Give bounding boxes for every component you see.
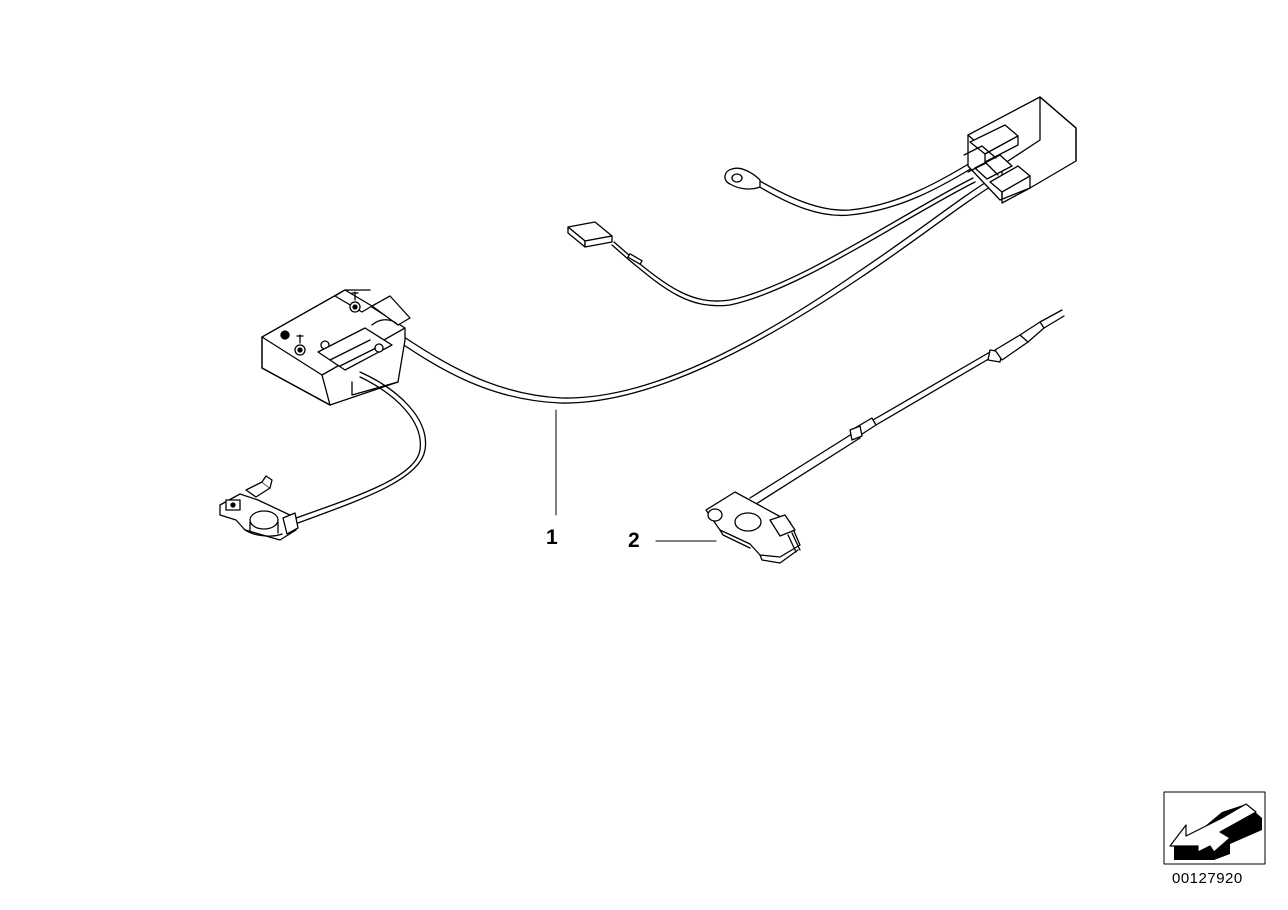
terminal-cable-upper — [872, 351, 993, 426]
battery-lead — [297, 371, 427, 524]
callout-2: 2 — [628, 529, 640, 552]
document-number: 00127920 — [1172, 870, 1243, 887]
sensor-wire — [611, 181, 976, 307]
callout-1: 1 — [546, 526, 558, 549]
multi-pin-connector — [963, 96, 1077, 204]
small-plug-connector — [567, 221, 613, 248]
ring-terminal — [724, 167, 761, 190]
main-cable — [391, 181, 999, 404]
battery-cable-assembly — [219, 96, 1077, 541]
ring-terminal-cable — [757, 161, 983, 217]
battery-terminal-cable — [655, 309, 1065, 564]
cable-end-sleeve — [994, 334, 1029, 361]
back-arrow-icon[interactable] — [1163, 791, 1266, 865]
terminal-cable-lower — [749, 431, 861, 505]
battery-pole-clamp — [219, 475, 299, 541]
pole-terminal — [705, 491, 801, 564]
